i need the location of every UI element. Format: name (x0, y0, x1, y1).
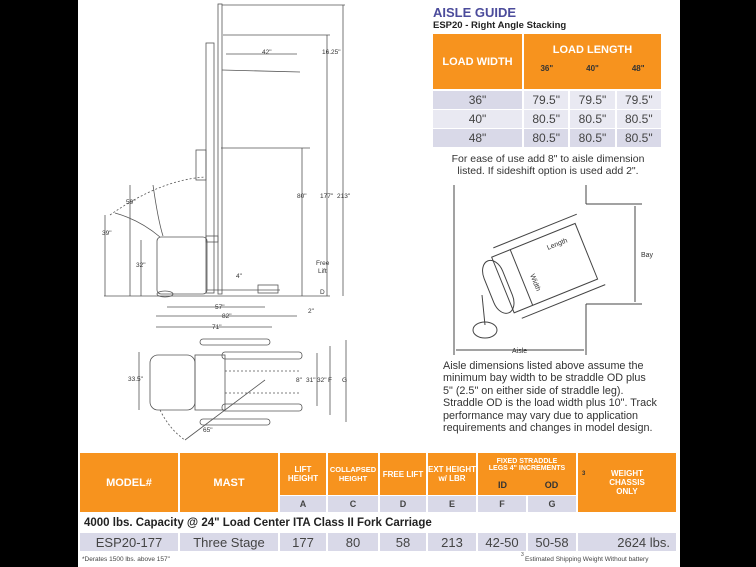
label-overall-82: 82" (222, 313, 232, 320)
header-ext: EXT HEIGHT w/ LBR (428, 453, 476, 495)
aisle-guide-title: AISLE GUIDE (433, 5, 517, 20)
cell-collapsed: 80 (328, 533, 378, 551)
length-col: 48" (631, 64, 645, 73)
aisle-table-body: 36" 79.5" 79.5" 79.5" 40" 80.5" 80.5" 80… (433, 91, 661, 147)
straddle-label: FIXED STRADDLE LEGS 4" INCREMENTS (488, 458, 566, 472)
aisle-row: 48" 80.5" 80.5" 80.5" (433, 129, 661, 147)
letter-row: A C D E F G (280, 496, 576, 512)
label-w31: 31" (306, 377, 316, 384)
label-collapsed: 80" (297, 193, 307, 200)
aisle-row: 40" 80.5" 80.5" 80.5" (433, 110, 661, 128)
cell-free: 58 (380, 533, 426, 551)
label-lift: 177" (320, 193, 334, 200)
header-model: MODEL# (80, 453, 178, 512)
load-length-header: LOAD LENGTH 36" 40" 48" (524, 34, 661, 89)
aisle-guide-subtitle: ESP20 - Right Angle Stacking (433, 20, 567, 31)
diagram-length-label: Length (546, 237, 569, 252)
cell: 80.5" (616, 110, 661, 128)
cell: 80.5" (616, 129, 661, 147)
label-g: G (342, 377, 347, 384)
header-weight: 3 WEIGHT CHASSIS ONLY (578, 453, 676, 512)
cell: 79.5" (524, 91, 569, 109)
spec-row: ESP20-177 Three Stage 177 80 58 213 42-5… (80, 533, 676, 551)
diagram-aisle-label: Aisle (512, 348, 527, 355)
label-handle-high: 59" (126, 199, 136, 206)
row-width: 36" (433, 91, 522, 109)
length-col: 36" (540, 64, 554, 73)
label-fork-length: 42" (262, 49, 272, 56)
letter: G (528, 496, 576, 512)
label-free-lift-2: Lift (318, 268, 327, 275)
truck-dimension-drawing: 42" 16.25" 80" 177" 213" 59" 39" 32" Fre… (102, 3, 351, 441)
label-width-33: 33.5" (128, 376, 144, 383)
cell-lift: 177 (280, 533, 326, 551)
label-d: D (320, 289, 325, 296)
cell: 80.5" (570, 110, 615, 128)
letter: D (380, 496, 426, 512)
label-w8: 8" (296, 377, 303, 384)
cell-ext: 213 (428, 533, 476, 551)
footnote-right: Estimated Shipping Weight Without batter… (525, 556, 649, 563)
row-width: 48" (433, 129, 522, 147)
header-mast: MAST (180, 453, 278, 512)
cell-mast: Three Stage (180, 533, 278, 551)
label-fork-height: 4" (236, 273, 243, 280)
header-collapsed: COLLAPSED HEIGHT (328, 453, 378, 495)
aisle-paragraph: Aisle dimensions listed above assume the… (443, 360, 657, 435)
weight-footnote-mark: 3 (582, 471, 586, 477)
label-w32: 32" (317, 377, 327, 384)
cell-od: 50-58 (528, 533, 576, 551)
label-handle-low: 39" (102, 230, 112, 237)
footnote-left: *Derates 1500 lbs. above 157" (82, 556, 170, 563)
diagram-bay-label: Bay (641, 252, 654, 259)
label-load-backrest: 16.25" (322, 49, 341, 56)
label-extended: 213" (337, 193, 351, 200)
aisle-note: For ease of use add 8" to aisle dimensio… (451, 153, 645, 177)
load-width-header: LOAD WIDTH (433, 34, 522, 89)
footnote-right-mark: 3 (521, 552, 524, 558)
load-length-label: LOAD LENGTH (552, 44, 633, 56)
cell-model: ESP20-177 (80, 533, 178, 551)
label-platform: 32" (136, 262, 146, 269)
header-straddle: FIXED STRADDLE LEGS 4" INCREMENTS ID OD (478, 453, 576, 495)
label-overall-71: 71" (212, 324, 222, 331)
label-f: F (328, 377, 332, 384)
header-lift: LIFT HEIGHT (280, 453, 326, 495)
header-od: OD (544, 480, 559, 490)
cell: 80.5" (524, 110, 569, 128)
weight-label: WEIGHT CHASSIS ONLY (609, 469, 645, 496)
label-ground: 2" (308, 308, 315, 315)
cell: 79.5" (616, 91, 661, 109)
label-wheelbase: 57" (215, 304, 225, 311)
letter: C (328, 496, 378, 512)
aisle-row: 36" 79.5" 79.5" 79.5" (433, 91, 661, 109)
length-col: 40" (586, 64, 599, 73)
cell: 79.5" (570, 91, 615, 109)
aisle-diagram: Length Width Bay Aisle (453, 185, 654, 355)
spec-sheet: 42" 16.25" 80" 177" 213" 59" 39" 32" Fre… (78, 0, 680, 567)
cell: 80.5" (570, 129, 615, 147)
cell: 80.5" (524, 129, 569, 147)
label-free-lift-1: Free (316, 260, 330, 267)
header-id: ID (498, 480, 507, 490)
letter: A (280, 496, 326, 512)
cell-weight: 2624 lbs. (578, 533, 676, 551)
cell-id: 42-50 (478, 533, 526, 551)
label-turn: 65" (203, 427, 213, 434)
capacity-line: 4000 lbs. Capacity @ 24" Load Center ITA… (84, 517, 432, 529)
letter: F (478, 496, 526, 512)
row-width: 40" (433, 110, 522, 128)
letter: E (428, 496, 476, 512)
header-free: FREE LIFT (380, 453, 426, 495)
diagram-width-label: Width (528, 273, 541, 292)
